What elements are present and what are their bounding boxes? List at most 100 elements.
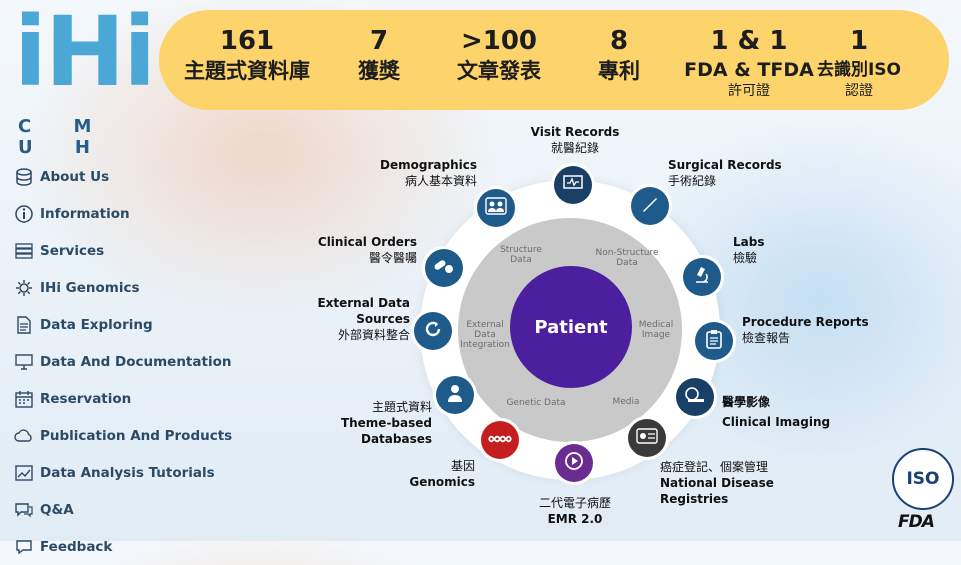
stat-caption-sub: 許可證: [728, 83, 770, 99]
nav-item-feedback[interactable]: Feedback: [14, 528, 244, 565]
nav-label: Information: [40, 205, 130, 222]
nav-label: Services: [40, 242, 105, 259]
registry-card-icon: [636, 428, 658, 448]
label-en: Sources: [356, 312, 410, 326]
stat-number: 7: [369, 26, 389, 56]
stat-caption-sub: 認證: [845, 83, 873, 99]
label-en: Registries: [660, 492, 729, 506]
gear-icon: [14, 278, 34, 298]
nav-item-publication-and-products[interactable]: Publication And Products: [14, 417, 244, 454]
scalpel-icon: [640, 194, 660, 218]
label-zh: 基因: [450, 459, 475, 473]
nav-item-information[interactable]: Information: [14, 195, 244, 232]
label-zh: 外部資料整合: [337, 328, 410, 342]
nav-item-about-us[interactable]: About Us: [14, 158, 244, 195]
stat-caption: FDA & TFDA: [684, 59, 814, 81]
calendar-icon: [14, 389, 34, 409]
iso-text: ISO: [906, 469, 940, 489]
stat-patents: 8 專利: [569, 10, 669, 84]
label-procedure-reports: Procedure Reports 檢查報告: [742, 314, 882, 346]
stat-databases: 161 主題式資料庫: [167, 10, 327, 84]
logo-subtitle: C M U H: [18, 116, 110, 158]
label-zh: 醫學影像: [722, 395, 771, 409]
nav-item-reservation[interactable]: Reservation: [14, 380, 244, 417]
chat-icon: [14, 500, 34, 520]
nav-label: Data Analysis Tutorials: [40, 464, 215, 481]
label-zh: 病人基本資料: [404, 174, 477, 188]
fda-logo: FDA: [898, 512, 935, 532]
stat-number: 8: [609, 26, 629, 56]
label-genomics: 基因 Genomics: [395, 458, 475, 490]
stat-publications: >100 文章發表: [439, 10, 559, 84]
label-clinical-orders: Clinical Orders 醫令醫囑: [305, 234, 417, 266]
label-en: Visit Records: [530, 125, 620, 139]
nav-item-qa[interactable]: Q&A: [14, 491, 244, 528]
node-procedure-reports[interactable]: [695, 322, 733, 360]
monitor-icon: [563, 175, 583, 195]
node-disease-registries[interactable]: [628, 419, 666, 457]
stat-number: 1 & 1: [710, 26, 788, 56]
nav-item-data-exploring[interactable]: Data Exploring: [14, 306, 244, 343]
info-icon: [14, 204, 34, 224]
label-zh: 手術紀錄: [668, 174, 717, 188]
label-en: EMR 2.0: [547, 512, 603, 526]
document-icon: [14, 315, 34, 335]
label-zh: 檢查報告: [742, 331, 791, 345]
zone-non-structure-data: Non-Structure Data: [595, 248, 659, 268]
patient-label: Patient: [534, 316, 608, 338]
stat-caption: 專利: [598, 59, 640, 83]
node-visit-records[interactable]: [554, 166, 592, 204]
logo-wordmark: iHi: [14, 0, 156, 108]
nav-item-ihi-genomics[interactable]: IHi Genomics: [14, 269, 244, 306]
node-demographics[interactable]: [477, 189, 515, 227]
zone-external-data-integration: External Data Integration: [460, 320, 510, 350]
stat-number: 1: [849, 26, 869, 56]
stat-caption: 獲獎: [358, 59, 400, 83]
label-en: External Data: [317, 296, 410, 310]
node-clinical-imaging[interactable]: [676, 378, 714, 416]
label-demographics: Demographics 病人基本資料: [364, 157, 477, 189]
label-theme-databases: 主題式資料 Theme-based Databases: [312, 399, 432, 447]
stat-caption: 文章發表: [457, 59, 541, 83]
database-icon: [14, 167, 34, 187]
node-theme-databases[interactable]: [436, 376, 474, 414]
stat-caption: 主題式資料庫: [184, 59, 310, 83]
label-external-data-sources: External Data Sources 外部資料整合: [295, 295, 410, 343]
node-emr[interactable]: [555, 444, 593, 482]
label-en: Databases: [360, 432, 432, 446]
clipboard-icon: [705, 329, 723, 353]
server-icon: [14, 241, 34, 261]
ihi-logo[interactable]: iHi C M U H: [14, 0, 164, 158]
node-external-data-sources[interactable]: [414, 312, 452, 350]
label-zh: 醫令醫囑: [368, 251, 417, 265]
feedback-icon: [14, 537, 34, 557]
stat-awards: 7 獲獎: [329, 10, 429, 84]
node-clinical-orders[interactable]: [425, 249, 463, 287]
nav-label: IHi Genomics: [40, 279, 140, 296]
label-en: National Disease: [660, 476, 774, 490]
zone-media: Media: [612, 397, 640, 407]
stat-fda: 1 & 1 FDA & TFDA 許可證: [669, 10, 829, 100]
label-en: Labs: [733, 235, 765, 249]
microscope-icon: [692, 265, 712, 289]
label-en: Procedure Reports: [742, 315, 869, 329]
label-en: Genomics: [409, 475, 475, 489]
label-surgical-records: Surgical Records 手術紀錄: [668, 157, 798, 189]
label-zh: 主題式資料: [371, 400, 432, 414]
nav-item-data-analysis-tutorials[interactable]: Data Analysis Tutorials: [14, 454, 244, 491]
nav-item-services[interactable]: Services: [14, 232, 244, 269]
label-en: Surgical Records: [668, 158, 782, 172]
patient-center[interactable]: Patient: [510, 266, 632, 388]
nav-label: Publication And Products: [40, 427, 233, 444]
zone-genetic-data: Genetic Data: [506, 398, 566, 408]
nav-item-data-and-documentation[interactable]: Data And Documentation: [14, 343, 244, 380]
node-surgical-records[interactable]: [631, 187, 669, 225]
nav-label: About Us: [40, 168, 110, 185]
label-en: Clinical Orders: [317, 235, 417, 249]
node-labs[interactable]: [683, 258, 721, 296]
label-emr: 二代電子病歷 EMR 2.0: [525, 495, 625, 527]
node-genomics[interactable]: [481, 421, 519, 459]
label-en: Theme-based: [340, 416, 432, 430]
sync-icon: [423, 319, 443, 343]
nav-label: Reservation: [40, 390, 132, 407]
